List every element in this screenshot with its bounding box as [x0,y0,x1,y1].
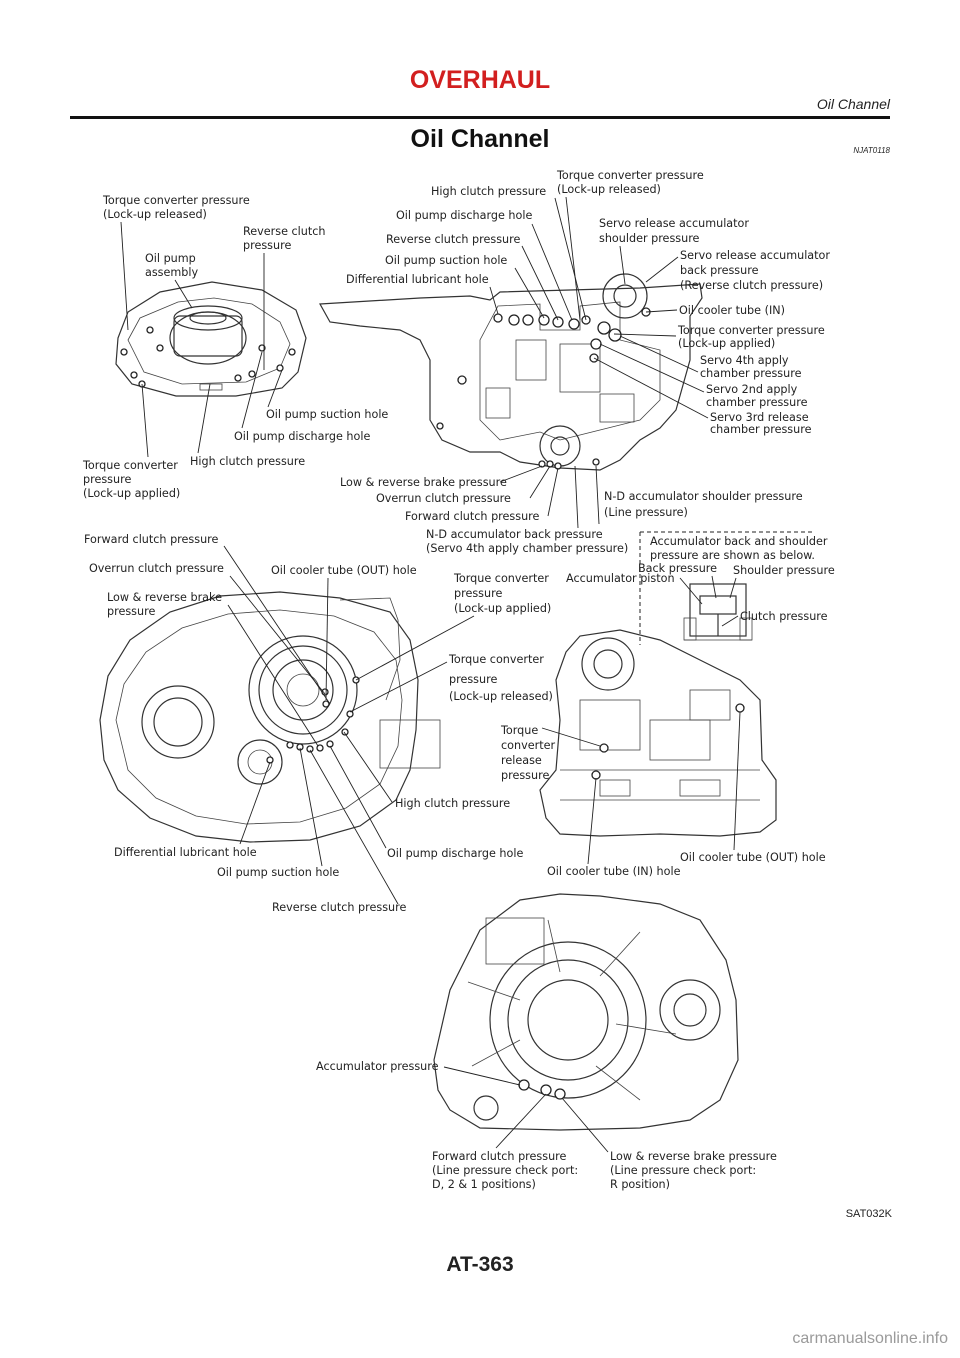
p2-label-tcp-applied: Torque converter pressure(Lock-up applie… [677,324,825,350]
header-subtitle: Oil Channel [816,96,890,112]
p5-label-forward: Forward clutch pressure(Line pressure ch… [432,1150,578,1191]
p2-label-diff: Differential lubricant hole [346,273,489,286]
p2-label-tcp-released: Torque converter pressure(Lock-up releas… [556,169,704,196]
p4-label-piston: Accumulator piston [566,572,675,585]
case-side-drawing [539,629,777,837]
p3-label-high: High clutch pressure [395,797,510,810]
p2-label-reverse-clutch: Reverse clutch pressure [386,233,520,246]
p1-label-suction: Oil pump suction hole [266,408,388,421]
p2-label-lowrev: Low & reverse brake pressure [340,476,507,489]
p3-label-cooler-out: Oil cooler tube (OUT) hole [271,564,417,577]
p1-label-tcp-released: Torque converter pressure(Lock-up releas… [102,194,250,221]
p2-label-forward: Forward clutch pressure [405,510,540,523]
p3-label-reverse: Reverse clutch pressure [272,901,406,914]
p4-label-shoulder: Shoulder pressure [733,564,835,577]
oil-pump-drawing [115,281,307,397]
header-title: OVERHAUL [409,66,551,94]
header-rule [70,116,890,119]
p2-label-high-clutch: High clutch pressure [431,185,546,198]
watermark: carmanualsonline.info [792,1330,948,1347]
p5-label-lowrev: Low & reverse brake pressure(Line pressu… [610,1150,777,1191]
p1-label-discharge: Oil pump discharge hole [234,430,370,443]
case-top-drawing [319,273,703,471]
p4-label-cooler-out: Oil cooler tube (OUT) hole [680,851,826,864]
accumulator-detail-drawing [683,583,753,641]
page-number: AT-363 [446,1253,514,1276]
p3-label-discharge: Oil pump discharge hole [387,847,523,860]
section-title: Oil Channel [410,125,550,153]
p3-label-forward: Forward clutch pressure [84,533,219,546]
p3-label-suction: Oil pump suction hole [217,866,339,879]
p4-label-back: Back pressure [638,562,717,575]
converter-housing-drawing [99,591,441,843]
p3-label-overrun: Overrun clutch pressure [89,562,224,575]
p2-label-cooler-in: Oil cooler tube (IN) [679,304,785,317]
p2-label-overrun: Overrun clutch pressure [376,492,511,505]
p5-label-accum: Accumulator pressure [316,1060,439,1073]
figure-code: SAT032K [845,1208,892,1220]
p2-label-discharge: Oil pump discharge hole [396,209,532,222]
lower-case-drawing [433,893,739,1131]
section-ref: NJAT0118 [853,146,890,155]
p4-label-cooler-in: Oil cooler tube (IN) hole [547,865,681,878]
p2-label-nd-back: N-D accumulator back pressure(Servo 4th … [426,528,628,555]
p1-label-high-clutch: High clutch pressure [190,455,305,468]
p4-label-clutch: Clutch pressure [740,610,828,623]
p3-label-diff: Differential lubricant hole [114,846,257,859]
p2-label-suction: Oil pump suction hole [385,254,507,267]
p2-label-nd-shoulder: N-D accumulator shoulder pressure(Line p… [604,490,803,519]
